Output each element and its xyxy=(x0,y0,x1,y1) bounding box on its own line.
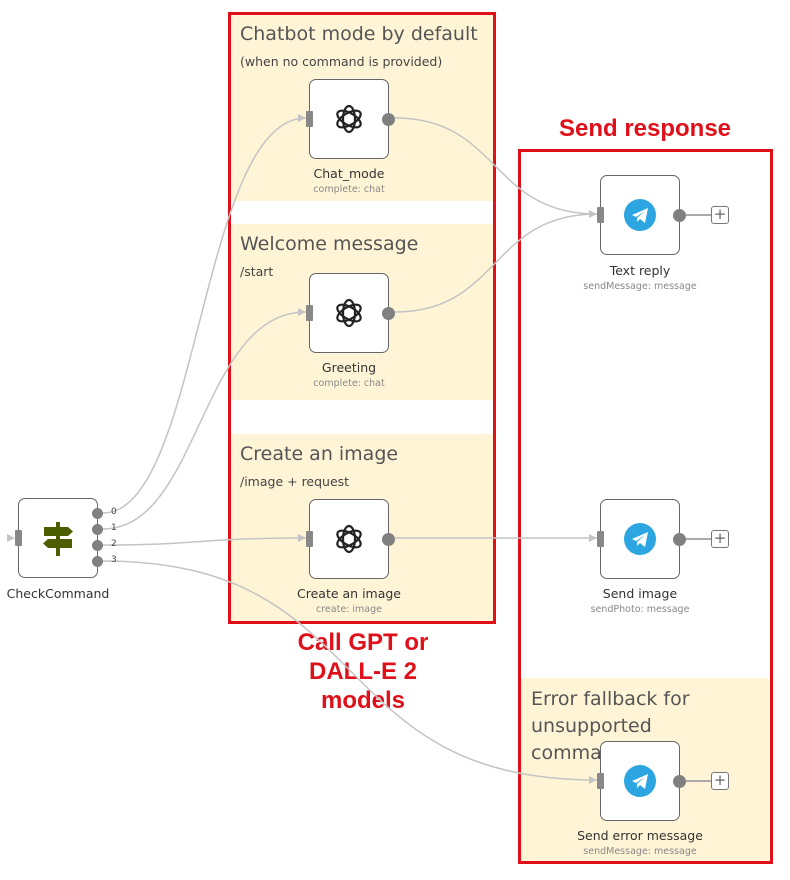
node-subtitle: complete: chat xyxy=(313,378,385,389)
input-port[interactable] xyxy=(306,305,313,321)
sticky-create-image[interactable]: Create an image /image + request xyxy=(230,434,493,622)
wire-0-to-chat-mode xyxy=(102,117,307,514)
node-subtitle: sendMessage: message xyxy=(583,846,697,857)
output-port[interactable] xyxy=(673,209,686,222)
node-title: Chat_mode xyxy=(313,166,385,181)
output-port[interactable] xyxy=(673,533,686,546)
highlight-box-send-response xyxy=(518,149,773,864)
call-models-line-2: DALL-E 2 xyxy=(309,658,417,685)
wire-1-to-greeting xyxy=(102,311,307,530)
input-port[interactable] xyxy=(597,531,604,547)
signpost-icon xyxy=(43,522,73,556)
call-models-line-1: Call GPT or xyxy=(297,629,429,656)
node-title: Text reply xyxy=(609,263,671,278)
wire-chat-mode-to-text-reply xyxy=(394,117,598,215)
output-port-0[interactable] xyxy=(92,508,103,519)
chat-mode-node[interactable] xyxy=(306,79,395,159)
sticky-title: Chatbot mode by default xyxy=(240,23,478,45)
input-port[interactable] xyxy=(597,207,604,223)
output-label-2: 2 xyxy=(111,539,117,549)
node-title: Greeting xyxy=(321,360,377,375)
output-port[interactable] xyxy=(382,533,395,546)
sticky-chatbot-mode[interactable]: Chatbot mode by default (when no command… xyxy=(230,14,493,201)
input-port[interactable] xyxy=(306,111,313,127)
node-title: Create an image xyxy=(297,586,401,601)
input-port[interactable] xyxy=(306,531,313,547)
connector-line xyxy=(686,214,711,216)
sticky-subtitle: /start xyxy=(240,264,274,279)
telegram-icon xyxy=(624,765,656,797)
sticky-subtitle: (when no command is provided) xyxy=(240,54,443,69)
check-command-node[interactable] xyxy=(15,498,98,578)
output-label-3: 3 xyxy=(111,555,117,565)
input-port[interactable] xyxy=(15,530,22,546)
openai-icon xyxy=(336,524,362,554)
send-image-node[interactable] xyxy=(597,499,686,579)
output-port-3[interactable] xyxy=(92,556,103,567)
openai-icon xyxy=(336,298,362,328)
add-node-button[interactable]: + xyxy=(711,530,729,548)
sticky-subtitle: /image + request xyxy=(240,474,350,489)
telegram-icon xyxy=(624,523,656,555)
greeting-node[interactable] xyxy=(306,273,395,353)
create-image-node[interactable] xyxy=(306,499,395,579)
output-port[interactable] xyxy=(673,775,686,788)
connector-line xyxy=(686,780,711,782)
add-node-button[interactable]: + xyxy=(711,206,729,224)
send-response-label: Send response xyxy=(558,115,732,142)
wire-2-to-create-image xyxy=(102,537,307,546)
output-port-1[interactable] xyxy=(92,524,103,535)
add-node-button[interactable]: + xyxy=(711,772,729,790)
wire-greeting-to-text-reply xyxy=(394,213,598,313)
sticky-title: Welcome message xyxy=(240,233,419,255)
output-port[interactable] xyxy=(382,307,395,320)
send-error-message-node[interactable] xyxy=(597,741,686,821)
highlight-box-call-models xyxy=(228,12,496,624)
input-port[interactable] xyxy=(597,773,604,789)
node-subtitle: sendMessage: message xyxy=(583,281,697,292)
text-reply-node[interactable] xyxy=(597,175,686,255)
node-subtitle: create: image xyxy=(316,604,382,615)
output-label-1: 1 xyxy=(111,523,117,533)
output-port-2[interactable] xyxy=(92,540,103,551)
connector-line xyxy=(686,538,711,540)
output-label-0: 0 xyxy=(111,507,117,517)
telegram-icon xyxy=(624,199,656,231)
wire-3-to-send-error xyxy=(102,560,598,781)
sticky-title: Create an image xyxy=(240,443,399,465)
call-models-label: Call GPT or DALL-E 2 models xyxy=(248,628,478,715)
node-subtitle: sendPhoto: message xyxy=(590,604,690,615)
node-subtitle: complete: chat xyxy=(313,184,385,195)
openai-icon xyxy=(336,104,362,134)
output-port[interactable] xyxy=(382,113,395,126)
node-title: CheckCommand xyxy=(6,586,110,601)
node-title: Send error message xyxy=(577,828,703,843)
node-title: Send image xyxy=(602,586,678,601)
